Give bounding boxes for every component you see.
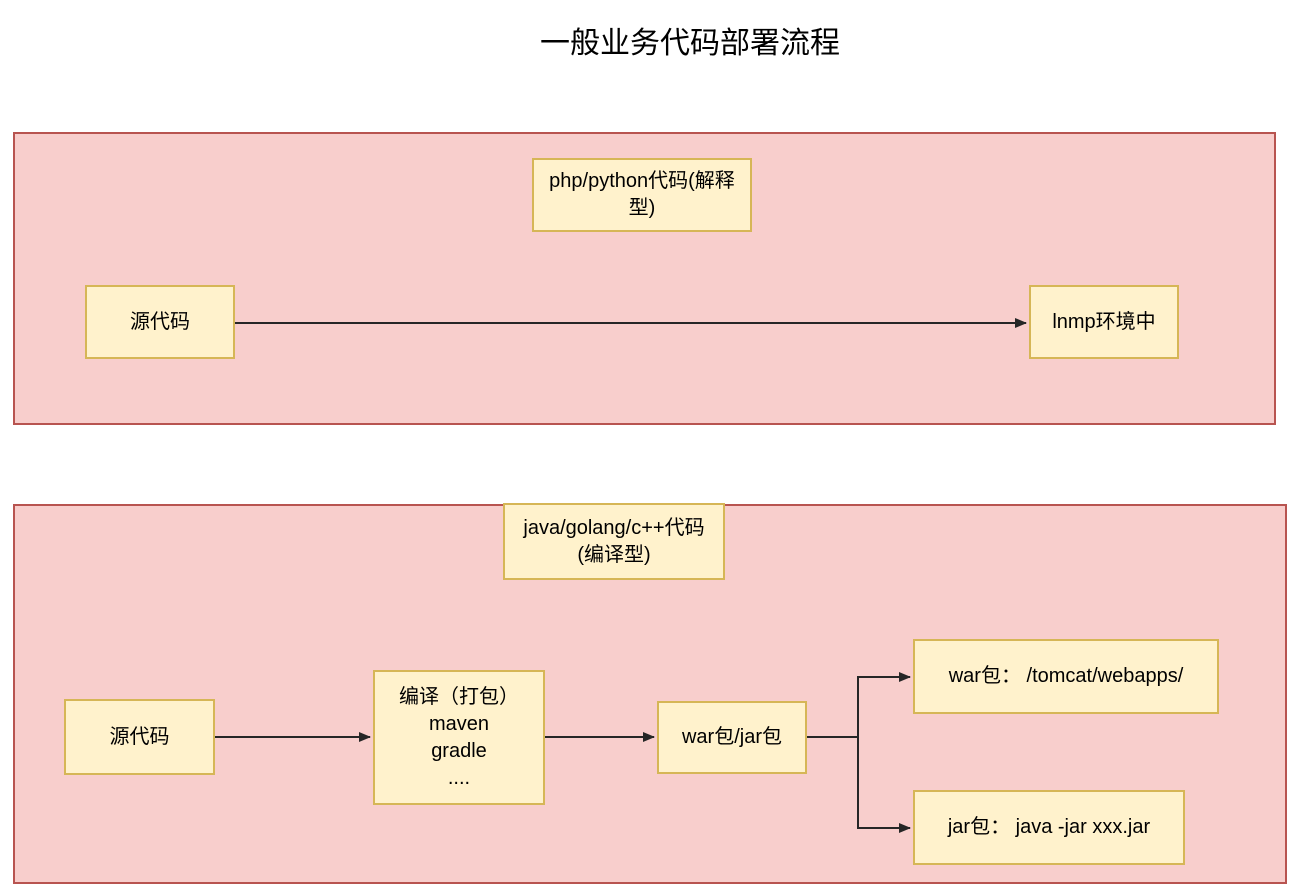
node-source-code-interpreted: 源代码 <box>85 285 235 359</box>
node-text-line: 型) <box>628 197 656 219</box>
node-text-line: maven <box>428 712 490 735</box>
node-text-line: java/golang/c++代码 <box>523 516 705 539</box>
node-compile-package: 编译（打包） maven gradle .... <box>373 670 545 805</box>
node-compiled-label: java/golang/c++代码 (编译型) <box>503 503 725 580</box>
node-text-line: gradle <box>431 739 487 762</box>
node-source-code-compiled: 源代码 <box>64 699 215 775</box>
node-war-deploy-path: war包： /tomcat/webapps/ <box>913 639 1219 714</box>
node-lnmp-environment: lnmp环境中 <box>1029 285 1179 359</box>
node-text-line: lnmp环境中 <box>1052 310 1156 333</box>
node-jar-run-command: jar包： java -jar xxx.jar <box>913 790 1185 865</box>
node-text-line: php/python代码(解释 <box>549 170 735 192</box>
diagram-title: 一般业务代码部署流程 <box>540 27 840 60</box>
node-text-line: 源代码 <box>130 310 190 333</box>
node-text-line: 源代码 <box>109 725 170 748</box>
node-war-jar-package: war包/jar包 <box>657 701 807 774</box>
node-interpreted-label: php/python代码(解释 型) <box>532 158 752 232</box>
node-text-line: .... <box>447 766 471 789</box>
node-text-line: jar包： java -jar xxx.jar <box>947 816 1151 838</box>
node-text-line: (编译型) <box>577 543 651 566</box>
node-text-line: war包： /tomcat/webapps/ <box>948 665 1184 687</box>
node-text-line: 编译（打包） <box>399 685 519 708</box>
node-text-line: war包/jar包 <box>681 726 782 748</box>
